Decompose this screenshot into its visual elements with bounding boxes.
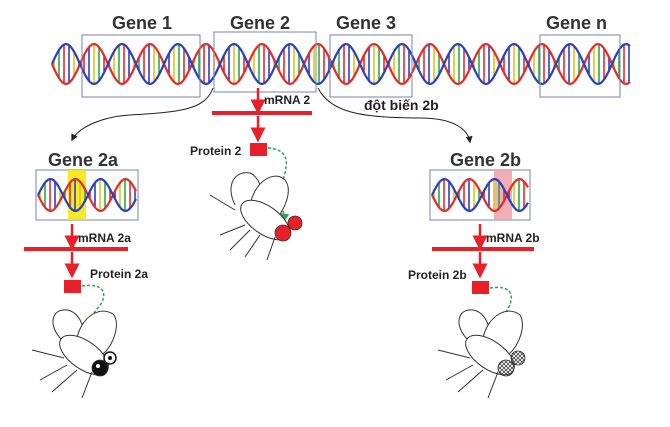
gene-1-box xyxy=(81,34,201,98)
gene-1-label: Gene 1 xyxy=(112,13,172,33)
protein-2a-effect-arrow xyxy=(81,284,105,355)
gene-n-label: Gene n xyxy=(546,13,607,33)
hatched-eye-left xyxy=(497,359,515,377)
fly-hatched-eyes-illustration xyxy=(437,309,526,399)
gene-2a-dna-strand xyxy=(37,177,137,213)
branch-arrow-2b xyxy=(317,87,473,144)
gene-2b-label: Gene 2b xyxy=(450,150,521,170)
mutation-label: đột biến 2b xyxy=(364,97,439,113)
red-eye-left xyxy=(274,224,292,242)
gene-n-box xyxy=(539,34,621,98)
mrna-2b-label: mRNA 2b xyxy=(486,231,540,245)
protein-2a-label: Protein 2a xyxy=(90,267,148,281)
gene-2a-label: Gene 2a xyxy=(48,150,119,170)
black-eye xyxy=(91,359,109,377)
gene-2b-dna-strand xyxy=(431,177,529,213)
chromosome-dna-strand xyxy=(50,42,631,86)
red-eye-right xyxy=(287,215,303,231)
hatched-eye-right xyxy=(510,350,526,366)
protein-2a-block xyxy=(64,280,81,293)
gene-3-box xyxy=(329,34,413,98)
dna-backbone xyxy=(50,42,631,86)
mrna-2-label: mRNA 2 xyxy=(264,93,311,107)
branch-arrow-2a xyxy=(71,87,214,142)
protein-2-effect-arrow xyxy=(267,147,290,223)
fly-red-eyes-illustration xyxy=(209,172,303,261)
protein-2-block xyxy=(250,143,267,156)
dna-backbone xyxy=(50,42,631,86)
gene-3-label: Gene 3 xyxy=(336,13,396,33)
protein-2-label: Protein 2 xyxy=(190,144,242,158)
gene-2a-box xyxy=(35,169,139,221)
dna-backbone xyxy=(431,177,529,213)
dna-backbone xyxy=(431,177,529,213)
gene-2b-box xyxy=(429,169,531,221)
gene-2-box xyxy=(213,31,317,93)
protein-2b-block xyxy=(472,281,489,294)
dna-backbone xyxy=(37,177,137,213)
gene-2-label: Gene 2 xyxy=(230,13,290,33)
fly-black-eyes-illustration xyxy=(31,309,117,399)
mrna-2a-label: mRNA 2a xyxy=(78,231,131,245)
dna-backbone xyxy=(37,177,137,213)
protein-2b-label: Protein 2b xyxy=(408,268,467,282)
